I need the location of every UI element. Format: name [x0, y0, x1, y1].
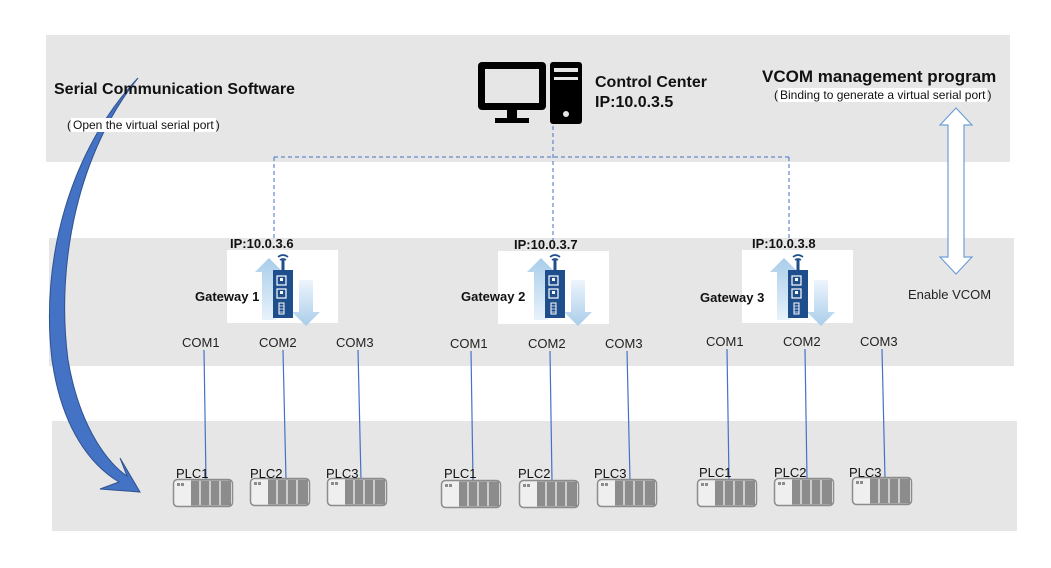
gateway-1-plc2-label: PLC2 [250, 466, 283, 481]
bidirectional-arrow-icon [938, 107, 974, 275]
serial-software-subtitle: (Open the virtual serial port) [67, 118, 220, 132]
network-links [273, 126, 790, 240]
gateway-3-com1: COM1 [706, 334, 744, 349]
plc-device-icon [773, 477, 835, 507]
control-center-title: Control Center [595, 74, 707, 91]
gateway-3-com2: COM2 [783, 334, 821, 349]
gateway-1-com2: COM2 [259, 335, 297, 350]
gateway-1-com1: COM1 [182, 335, 220, 350]
gateway-3-plc1-label: PLC1 [699, 465, 732, 480]
gateway-2-ip: IP:10.0.3.7 [514, 237, 578, 252]
plc-device-icon [851, 476, 913, 506]
gateway-3-plc2-label: PLC2 [774, 465, 807, 480]
control-center-ip: IP:10.0.3.5 [595, 94, 674, 111]
plc-device-icon [696, 478, 758, 508]
gateway-3-ip: IP:10.0.3.8 [752, 236, 816, 251]
gateway-3-label: Gateway 3 [700, 290, 765, 305]
desktop-computer-icon [478, 62, 582, 124]
gateway-2-device-icon [526, 254, 593, 327]
gateway-3-device-icon [769, 254, 836, 327]
vcom-subtitle-text: Binding to generate a virtual serial por… [778, 88, 988, 102]
gateway-1-plc3-label: PLC3 [326, 466, 359, 481]
gateway-1-plc1-label: PLC1 [176, 466, 209, 481]
gateway-2-label: Gateway 2 [461, 289, 526, 304]
device-layer-band [52, 421, 1017, 531]
serial-software-title: Serial Communication Software [54, 81, 295, 98]
plc-device-icon [596, 478, 658, 508]
paren-close: ) [215, 118, 220, 132]
gateway-1-label: Gateway 1 [195, 289, 260, 304]
plc-device-icon [518, 479, 580, 509]
plc-device-icon [172, 478, 234, 508]
plc-device-icon [440, 479, 502, 509]
paren-open: ( [774, 88, 778, 102]
gateway-2-com1: COM1 [450, 336, 488, 351]
gateway-2-plc3-label: PLC3 [594, 466, 627, 481]
gateway-2-com2: COM2 [528, 336, 566, 351]
serial-links [203, 348, 886, 482]
gateway-3-plc3-label: PLC3 [849, 465, 882, 480]
gateway-1-ip: IP:10.0.3.6 [230, 236, 294, 251]
curved-arrow-icon [48, 77, 141, 493]
enable-vcom-label: Enable VCOM [908, 287, 992, 302]
vcom-title: VCOM management program [762, 67, 997, 86]
gateway-2-plc2-label: PLC2 [518, 466, 551, 481]
plc-device-icon [249, 477, 311, 507]
paren-close: ) [987, 88, 992, 102]
paren-open: ( [67, 118, 71, 132]
serial-software-subtitle-text: Open the virtual serial port [71, 118, 216, 132]
gateway-3-com3: COM3 [860, 334, 898, 349]
vcom-subtitle: (Binding to generate a virtual serial po… [774, 88, 991, 102]
gateway-1-device-icon [254, 254, 321, 327]
plc-device-icon [326, 477, 388, 507]
gateway-1-com3: COM3 [336, 335, 374, 350]
gateway-2-com3: COM3 [605, 336, 643, 351]
gateway-2-plc1-label: PLC1 [444, 466, 477, 481]
